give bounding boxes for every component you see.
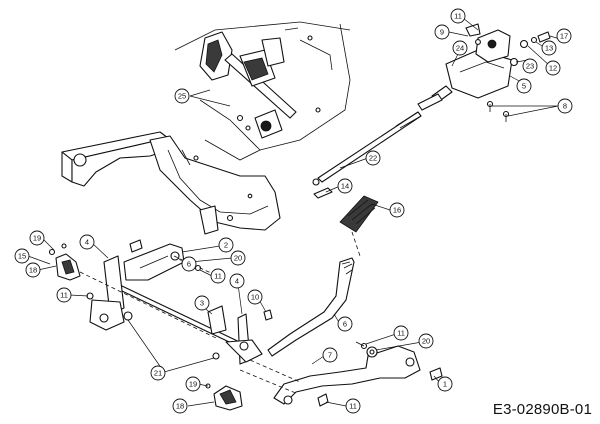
svg-text:15: 15 bbox=[18, 252, 26, 261]
callout-3: 3 bbox=[194, 295, 210, 311]
svg-text:14: 14 bbox=[341, 182, 349, 191]
callout-11: 11 bbox=[210, 268, 226, 284]
callout-18: 18 bbox=[25, 262, 41, 278]
callout-21: 21 bbox=[150, 365, 166, 381]
callout-19: 19 bbox=[185, 376, 201, 392]
callout-11: 11 bbox=[56, 287, 72, 303]
handle-dashline bbox=[351, 231, 361, 257]
callout-8: 8 bbox=[557, 98, 573, 114]
bracket-lower bbox=[205, 383, 243, 411]
svg-text:4: 4 bbox=[235, 277, 239, 286]
callout-16: 16 bbox=[389, 202, 405, 218]
callout-14: 14 bbox=[337, 178, 353, 194]
svg-text:9: 9 bbox=[440, 28, 444, 37]
svg-text:22: 22 bbox=[369, 154, 377, 163]
control-bracket-assembly bbox=[417, 23, 551, 122]
callout-23: 23 bbox=[522, 58, 538, 74]
svg-text:4: 4 bbox=[85, 238, 89, 247]
svg-text:11: 11 bbox=[454, 12, 462, 21]
callout-11: 11 bbox=[450, 8, 466, 24]
rear-frame-detail bbox=[174, 21, 351, 161]
control-rod bbox=[312, 111, 422, 186]
svg-text:3: 3 bbox=[200, 299, 204, 308]
svg-text:17: 17 bbox=[560, 32, 568, 41]
svg-text:11: 11 bbox=[214, 272, 222, 281]
callout-7: 7 bbox=[322, 347, 338, 363]
svg-text:1: 1 bbox=[443, 380, 447, 389]
svg-text:12: 12 bbox=[549, 64, 557, 73]
svg-text:6: 6 bbox=[187, 260, 191, 269]
lift-shaft-assembly bbox=[86, 239, 273, 365]
svg-text:11: 11 bbox=[60, 291, 68, 300]
svg-text:20: 20 bbox=[234, 254, 242, 263]
callouts: 11 9 24 13 17 23 12 5 8 25 22 14 16 19 4… bbox=[14, 8, 573, 414]
callout-19: 19 bbox=[29, 230, 45, 246]
handle-grip bbox=[339, 195, 379, 233]
bracket-upper bbox=[48, 243, 81, 281]
callout-24: 24 bbox=[452, 40, 468, 56]
svg-text:24: 24 bbox=[456, 44, 464, 53]
callout-22: 22 bbox=[365, 150, 381, 166]
svg-text:5: 5 bbox=[522, 82, 526, 91]
callout-6: 6 bbox=[337, 316, 353, 332]
callout-20: 20 bbox=[418, 333, 434, 349]
svg-text:11: 11 bbox=[397, 329, 405, 338]
main-frame bbox=[61, 131, 281, 235]
drawing-code: E3-02890B-01 bbox=[492, 401, 592, 418]
callout-2: 2 bbox=[218, 237, 234, 253]
svg-text:16: 16 bbox=[393, 206, 401, 215]
callout-5: 5 bbox=[516, 78, 532, 94]
callout-18: 18 bbox=[172, 398, 188, 414]
svg-text:13: 13 bbox=[545, 44, 553, 53]
svg-text:18: 18 bbox=[176, 402, 184, 411]
lift-arm-linkage bbox=[273, 341, 443, 407]
callout-12: 12 bbox=[545, 60, 561, 76]
callout-20: 20 bbox=[230, 250, 246, 266]
callout-4: 4 bbox=[229, 273, 245, 289]
svg-text:18: 18 bbox=[29, 266, 37, 275]
callout-17: 17 bbox=[556, 28, 572, 44]
callout-4: 4 bbox=[79, 234, 95, 250]
svg-text:8: 8 bbox=[563, 102, 567, 111]
svg-text:10: 10 bbox=[251, 293, 259, 302]
callout-10: 10 bbox=[247, 289, 263, 305]
callout-25: 25 bbox=[174, 88, 190, 104]
callout-11: 11 bbox=[345, 398, 361, 414]
svg-text:21: 21 bbox=[154, 369, 162, 378]
lift-lever bbox=[267, 257, 355, 357]
svg-text:7: 7 bbox=[328, 351, 332, 360]
svg-text:11: 11 bbox=[349, 402, 357, 411]
callout-13: 13 bbox=[541, 40, 557, 56]
svg-text:20: 20 bbox=[422, 337, 430, 346]
svg-text:19: 19 bbox=[189, 380, 197, 389]
svg-text:25: 25 bbox=[178, 92, 186, 101]
svg-text:19: 19 bbox=[33, 234, 41, 243]
svg-text:23: 23 bbox=[526, 62, 534, 71]
callout-11: 11 bbox=[393, 325, 409, 341]
callout-6: 6 bbox=[181, 256, 197, 272]
clip bbox=[313, 187, 333, 199]
svg-text:2: 2 bbox=[224, 241, 228, 250]
callout-9: 9 bbox=[434, 24, 450, 40]
callout-15: 15 bbox=[14, 248, 30, 264]
svg-text:6: 6 bbox=[343, 320, 347, 329]
callout-1: 1 bbox=[437, 376, 453, 392]
